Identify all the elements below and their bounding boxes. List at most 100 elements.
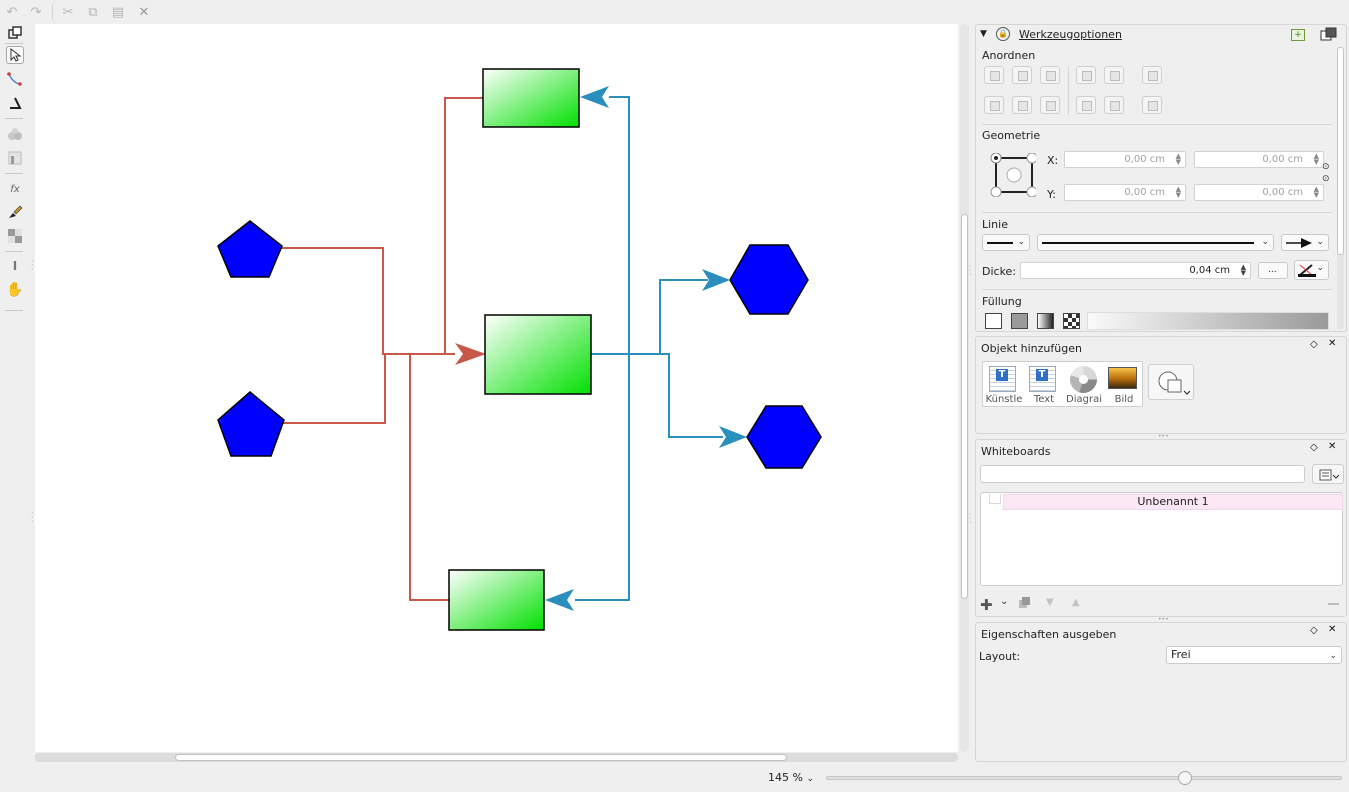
zoom-combo[interactable]: 145 % ⌄: [768, 771, 814, 784]
align-right-button[interactable]: [1040, 66, 1060, 84]
splitter-handle[interactable]: ···: [969, 262, 972, 279]
process-rectangle[interactable]: [448, 569, 545, 631]
spin-icon[interactable]: ▲▼: [1240, 263, 1246, 277]
blue-connector[interactable]: [609, 96, 630, 354]
blue-connector[interactable]: [591, 353, 723, 438]
panel-scroll-thumb[interactable]: [1337, 47, 1344, 255]
add-chart-tile[interactable]: Diagrai: [1063, 362, 1103, 408]
spin-icon[interactable]: ▲▼: [1313, 185, 1319, 199]
spin-icon[interactable]: ▲▼: [1175, 185, 1181, 199]
splitter-handle[interactable]: ···: [31, 509, 34, 526]
shape-select-icon[interactable]: [6, 24, 24, 42]
cut-icon[interactable]: ✂: [62, 4, 74, 20]
process-rectangle[interactable]: [482, 68, 580, 128]
splitter-handle[interactable]: •••: [1158, 616, 1169, 623]
new-folder-icon[interactable]: +: [1291, 29, 1305, 41]
move-down-icon[interactable]: ▼: [1046, 597, 1054, 608]
pentagon-shape[interactable]: [217, 220, 283, 278]
panel-scrollbar[interactable]: [1337, 47, 1344, 329]
send-to-back-button[interactable]: [1104, 96, 1124, 114]
drawing-canvas[interactable]: [35, 24, 958, 752]
formula-icon[interactable]: fx: [10, 183, 20, 195]
vertical-scroll-thumb[interactable]: [961, 214, 968, 599]
more-shapes-button[interactable]: [1148, 364, 1194, 400]
float-icon[interactable]: ◇: [1310, 442, 1318, 453]
close-icon[interactable]: ✕: [1328, 338, 1337, 349]
close-icon[interactable]: ✕: [1328, 441, 1337, 452]
add-artistic-text-tile[interactable]: T Künstle: [983, 362, 1023, 408]
spin-icon[interactable]: ▲▼: [1313, 152, 1319, 166]
copy-icon[interactable]: ⧉: [88, 4, 98, 20]
aspect-lock-icon[interactable]: ⊙⊙: [1322, 162, 1330, 184]
splitter-handle[interactable]: •••: [1158, 433, 1169, 440]
zoom-slider-handle[interactable]: [1178, 771, 1192, 785]
x-position-field[interactable]: 0,00 cm▲▼: [1064, 151, 1186, 168]
solid-fill-button[interactable]: [1011, 313, 1028, 329]
line-options-button[interactable]: ...: [1258, 262, 1288, 279]
text-icon[interactable]: I: [12, 259, 18, 273]
brush-icon[interactable]: [6, 203, 24, 221]
duplicate-icon[interactable]: [1019, 597, 1031, 609]
pentagon-shape[interactable]: [217, 391, 285, 457]
align-center-button[interactable]: [1012, 66, 1032, 84]
float-panel-icon[interactable]: [1320, 27, 1338, 41]
lock-icon[interactable]: 🔒: [996, 27, 1010, 41]
bring-to-front-button[interactable]: [1104, 66, 1124, 84]
collapse-arrow-icon[interactable]: ▼: [980, 29, 987, 39]
send-backward-button[interactable]: [1076, 96, 1096, 114]
height-field[interactable]: 0,00 cm▲▼: [1194, 184, 1324, 201]
vertical-scrollbar[interactable]: [960, 24, 969, 752]
select-icon[interactable]: [6, 46, 24, 64]
float-icon[interactable]: ◇: [1310, 339, 1318, 350]
remove-whiteboard-icon[interactable]: [1328, 603, 1339, 605]
horizontal-scrollbar[interactable]: [35, 753, 958, 762]
list-item[interactable]: Unbenannt 1: [1003, 494, 1343, 510]
horizontal-scroll-thumb[interactable]: [175, 754, 787, 761]
paste-icon[interactable]: ▤: [111, 4, 125, 20]
hexagon-shape[interactable]: [729, 244, 809, 315]
align-middle-button[interactable]: [1012, 96, 1032, 114]
splitter-handle[interactable]: ···: [969, 510, 972, 527]
align-top-button[interactable]: [984, 96, 1004, 114]
view-mode-button[interactable]: [1312, 464, 1344, 484]
pattern-fill-button[interactable]: [1063, 313, 1080, 329]
close-icon[interactable]: ✕: [1328, 624, 1337, 635]
process-rectangle[interactable]: [484, 314, 592, 395]
layout-select[interactable]: Frei⌄: [1166, 646, 1342, 664]
no-fill-button[interactable]: [985, 313, 1002, 329]
red-connector[interactable]: [444, 97, 483, 354]
connector-icon[interactable]: [6, 70, 24, 88]
ungroup-button[interactable]: [1142, 96, 1162, 114]
red-connector[interactable]: [283, 353, 455, 424]
pattern-icon[interactable]: [6, 125, 24, 143]
anchor-point-selector[interactable]: [990, 152, 1038, 198]
red-connector[interactable]: [281, 247, 455, 355]
gradient-fill-button[interactable]: [1037, 313, 1054, 329]
thickness-field[interactable]: 0,04 cm▲▼: [1020, 262, 1251, 279]
float-icon[interactable]: ◇: [1310, 625, 1318, 636]
pan-icon[interactable]: ✋: [6, 282, 24, 298]
line-color-button[interactable]: ⌄: [1294, 260, 1329, 280]
path-icon[interactable]: [6, 94, 24, 112]
move-up-icon[interactable]: ▲: [1072, 597, 1080, 608]
whiteboard-search-input[interactable]: [980, 465, 1305, 483]
zoom-slider-track[interactable]: [826, 776, 1342, 780]
group-button[interactable]: [1142, 66, 1162, 84]
arrowhead-combo[interactable]: ⌄: [1281, 234, 1329, 251]
dash-style-combo[interactable]: ⌄: [1037, 234, 1274, 251]
add-whiteboard-icon[interactable]: ✚: [980, 596, 993, 614]
add-text-tile[interactable]: T Text: [1023, 362, 1063, 408]
bring-forward-button[interactable]: [1076, 66, 1096, 84]
align-bottom-button[interactable]: [1040, 96, 1060, 114]
redo-icon[interactable]: ↷: [30, 4, 42, 20]
undo-icon[interactable]: ↶: [6, 4, 18, 20]
red-connector[interactable]: [409, 354, 449, 601]
gradient-icon[interactable]: [6, 149, 24, 167]
spin-icon[interactable]: ▲▼: [1175, 152, 1181, 166]
line-style-combo[interactable]: ⌄: [982, 234, 1030, 251]
splitter-handle[interactable]: ···: [31, 257, 34, 274]
blue-connector[interactable]: [591, 279, 708, 355]
checker-icon[interactable]: [6, 227, 24, 245]
add-image-tile[interactable]: Bild: [1103, 362, 1143, 408]
width-field[interactable]: 0,00 cm▲▼: [1194, 151, 1324, 168]
